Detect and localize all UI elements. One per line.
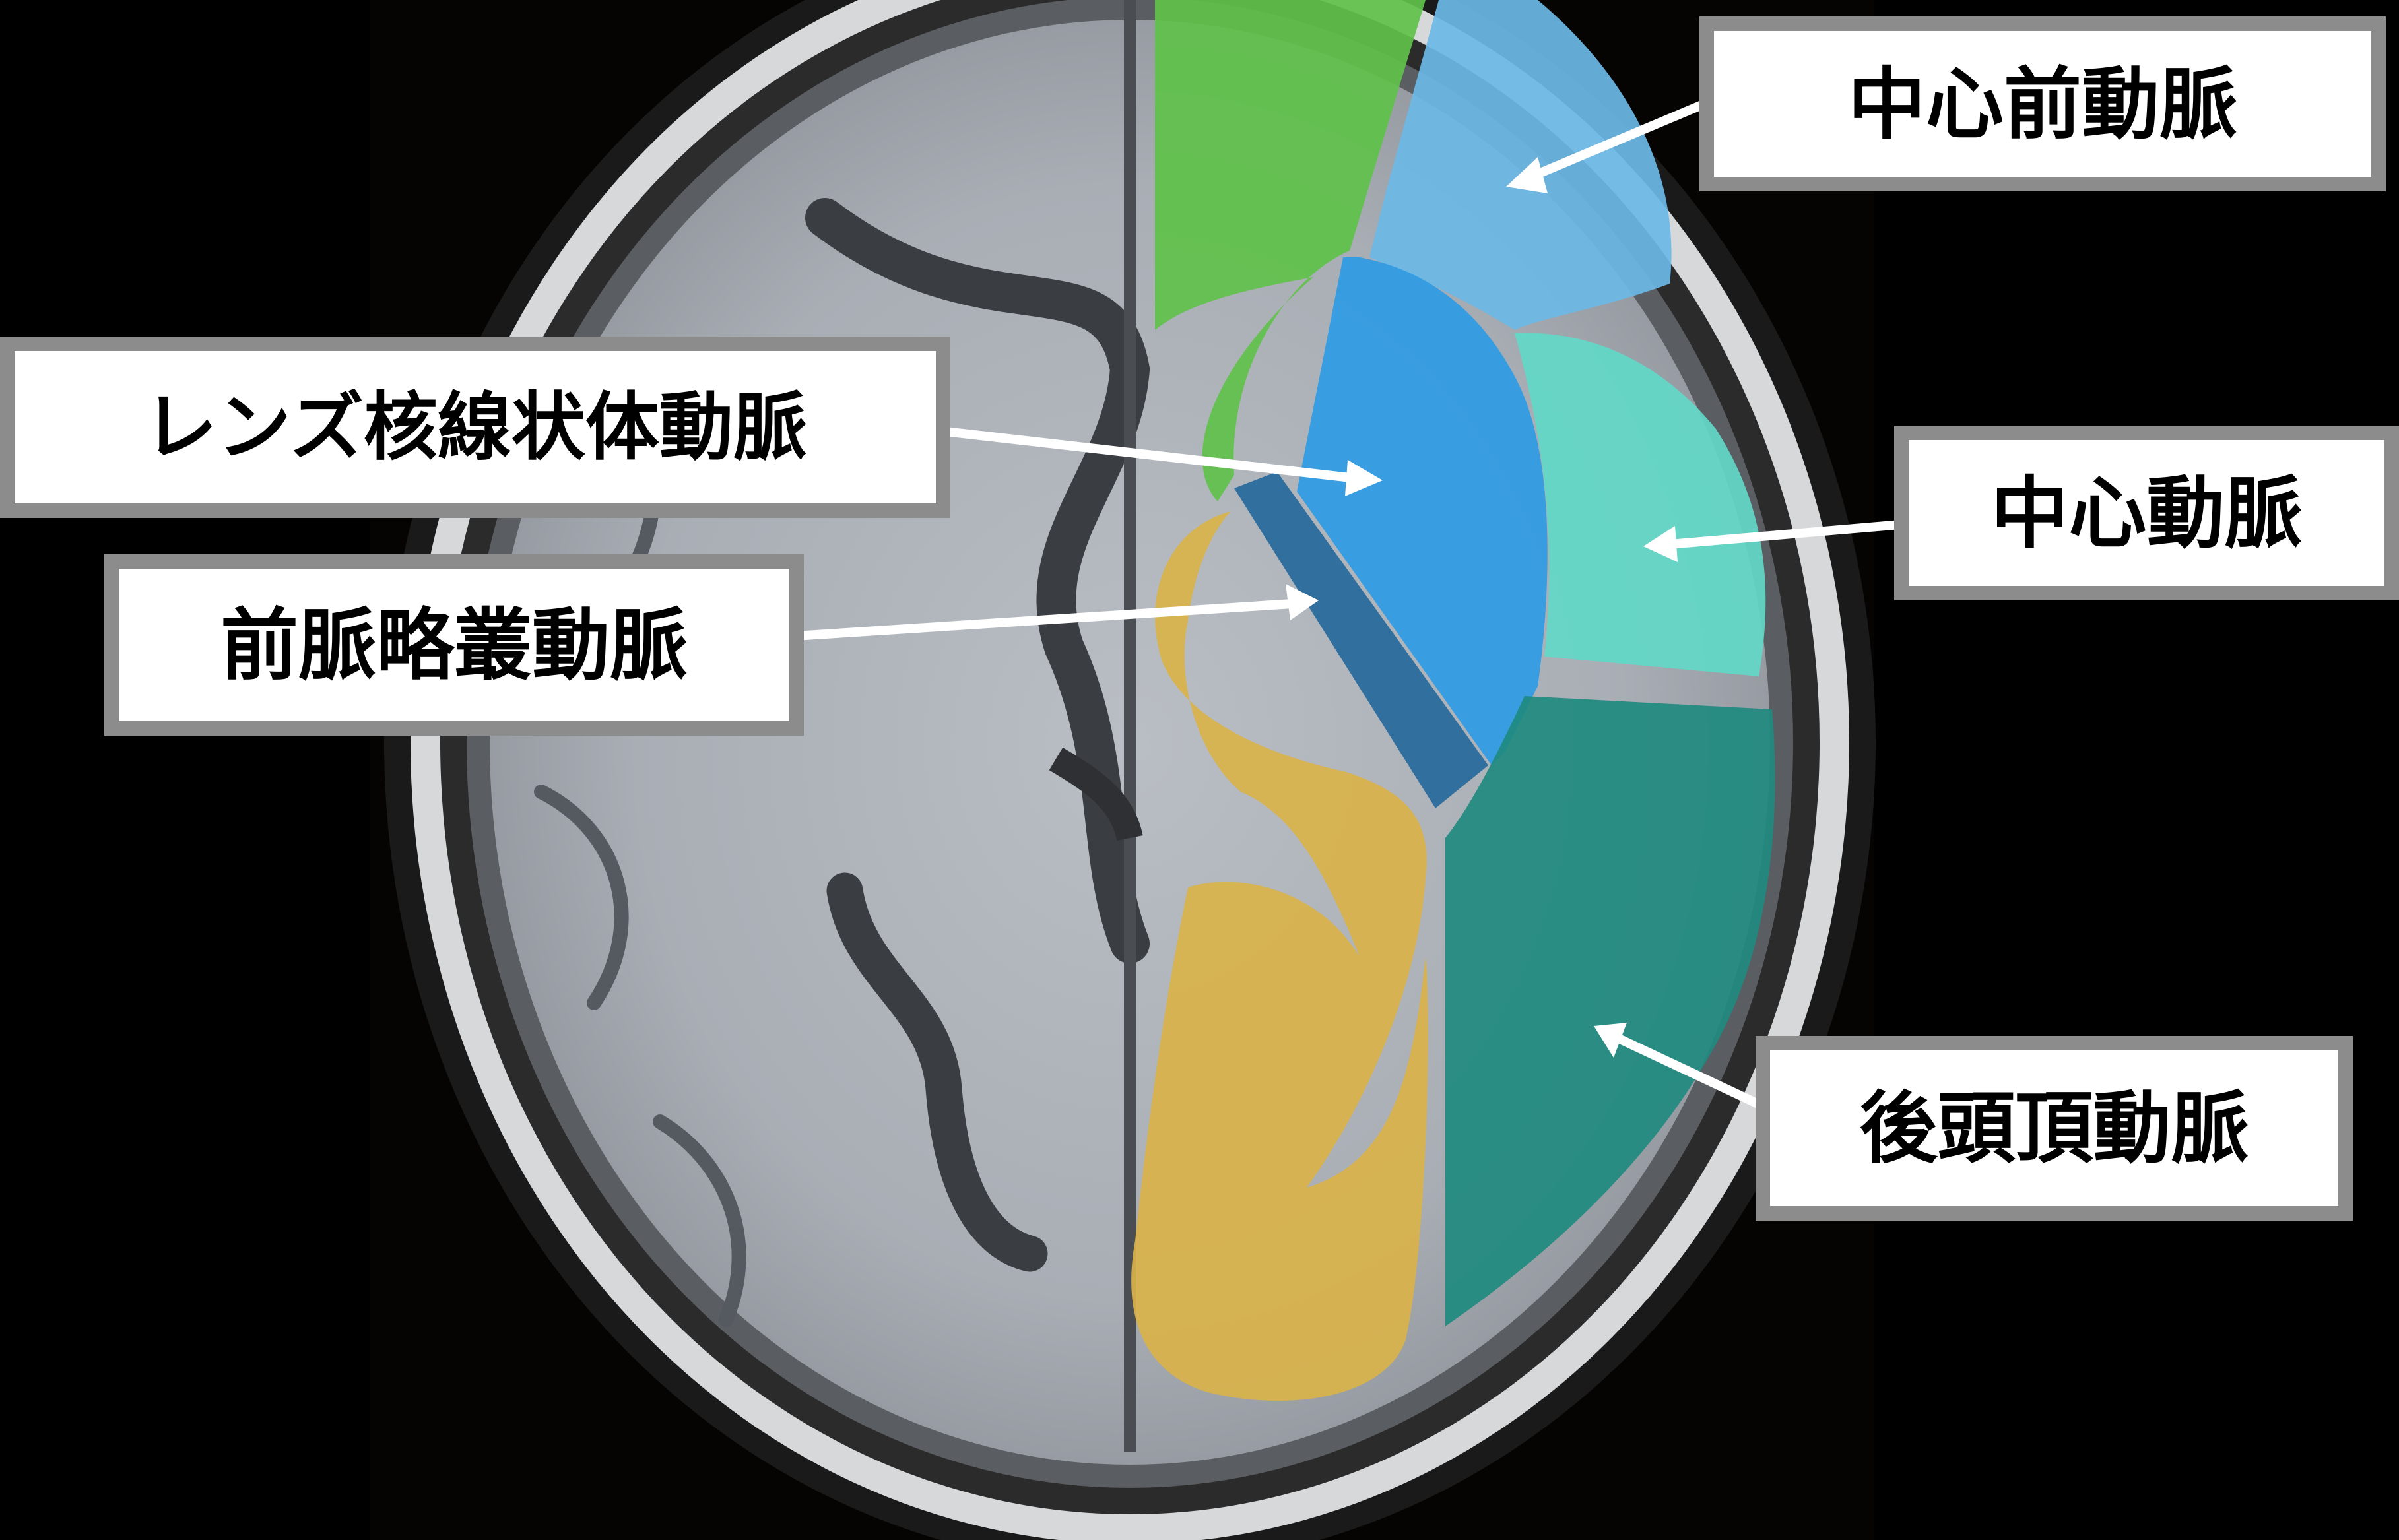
arrow-lenticulostriate <box>929 426 1361 483</box>
territory-parieto-occipital <box>1445 696 1775 1326</box>
territory-anterior-choroidal <box>1234 472 1488 808</box>
label-central-artery: 中心動脈 <box>1894 426 2399 600</box>
territory-green <box>1155 0 1426 501</box>
territory-precentral <box>1369 0 1672 330</box>
vascular-territories <box>1131 0 1775 1401</box>
label-parieto-occipital-artery: 後頭頂動脈 <box>1756 1036 2353 1221</box>
territory-lenticulostriate <box>1297 257 1548 765</box>
arrow-central <box>1665 520 1905 549</box>
arrow-precentral <box>1523 94 1721 183</box>
arrow-anterior-choroidal <box>791 599 1297 641</box>
label-anterior-choroidal-artery: 前脈略叢動脈 <box>104 554 804 736</box>
label-precentral-artery: 中心前動脈 <box>1699 16 2386 191</box>
label-arrows <box>791 94 1905 1120</box>
territory-pca <box>1131 511 1428 1401</box>
arrow-parieto-occipital <box>1616 1035 1787 1120</box>
label-lenticulostriate-artery: レンズ核線状体動脈 <box>0 337 950 518</box>
territory-central <box>1515 333 1766 676</box>
